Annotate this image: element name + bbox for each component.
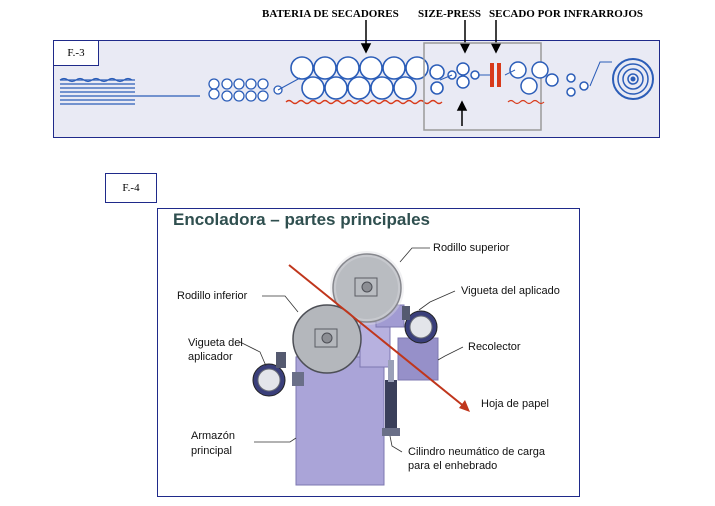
callout-cilindro-line2: para el enhebrado	[408, 460, 498, 472]
pneumatic-cylinder	[382, 360, 400, 436]
callout-vigueta-del-aplicador-line2: aplicador	[188, 351, 233, 363]
paper-web-line	[277, 61, 612, 91]
size-press-highlight-box	[423, 42, 542, 131]
paper-sheet-arrow	[288, 264, 470, 412]
callout-rodillo-superior: Rodillo superior	[433, 242, 510, 254]
label-bateria-de-secadores: BATERIA DE SECADORES	[262, 8, 399, 20]
press-section	[208, 78, 283, 102]
infrared-dryer	[490, 63, 501, 87]
figure-3-tag: F.-3	[53, 40, 99, 66]
callout-cilindro-line1: Cilindro neumático de carga	[408, 446, 545, 458]
callout-recolector: Recolector	[468, 341, 521, 353]
dryer-felt	[285, 99, 443, 105]
applicator-beam-right	[402, 306, 438, 344]
pointer-arrows	[360, 20, 502, 126]
callout-vigueta-del-aplicado: Vigueta del aplicado	[461, 285, 560, 297]
callout-leaders	[239, 247, 464, 453]
size-press-rolls	[447, 62, 480, 89]
callout-armazon-line1: Armazón	[191, 430, 236, 442]
bottom-roll	[292, 304, 362, 374]
top-roll	[330, 251, 404, 325]
diagram-title: Encoladora – partes principales	[173, 210, 430, 229]
main-frame	[295, 304, 439, 486]
callout-vigueta-del-aplicador-line1: Vigueta del	[188, 337, 243, 349]
reel	[612, 58, 654, 100]
callout-hoja-de-papel: Hoja de papel	[481, 398, 549, 410]
dryer-battery	[290, 56, 445, 100]
figure-4-tag: F.-4	[105, 173, 157, 203]
paper-machine-schematic	[59, 20, 654, 131]
applicator-beam-left	[252, 352, 304, 397]
label-secado-por-infrarrojos: SECADO POR INFRARROJOS	[489, 8, 644, 20]
callout-armazon-line2: principal	[191, 445, 232, 457]
label-size-press: SIZE-PRESS	[418, 8, 481, 20]
after-dryers	[509, 61, 589, 97]
callout-rodillo-inferior: Rodillo inferior	[177, 290, 248, 302]
forming-section	[59, 77, 200, 105]
